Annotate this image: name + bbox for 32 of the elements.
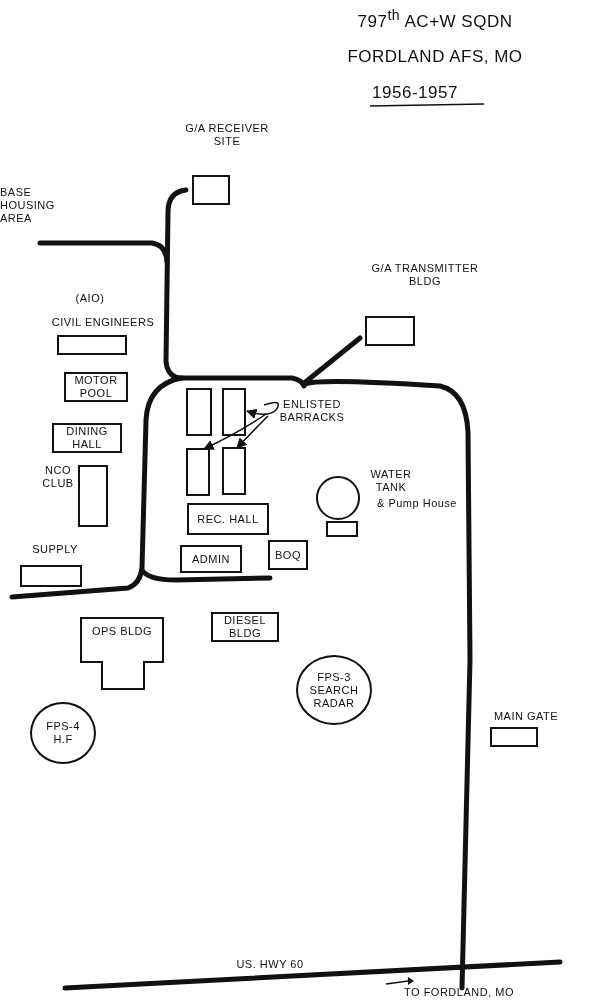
radar-site-circle: FPS-4 H.F bbox=[30, 702, 96, 764]
building-box: MOTOR POOL bbox=[64, 372, 128, 402]
leader-arrow bbox=[246, 401, 279, 419]
building-label: WATER TANK bbox=[369, 468, 413, 494]
barracks-box bbox=[186, 448, 210, 496]
building-label: G/A RECEIVER SITE bbox=[184, 122, 270, 148]
building-label: CIVIL ENGINEERS bbox=[50, 316, 156, 329]
building-box: BOQ bbox=[268, 540, 308, 570]
building-label: ENLISTED BARRACKS bbox=[278, 398, 346, 424]
barracks-box bbox=[222, 447, 246, 495]
heading-text: 797$^{th}$ AC+W SQDN bbox=[356, 6, 514, 33]
barracks-box bbox=[186, 388, 212, 436]
area-label: BASE HOUSING AREA bbox=[0, 186, 56, 225]
building-box: DINING HALL bbox=[52, 423, 122, 453]
barracks-box bbox=[222, 388, 246, 436]
building-box: DIESEL BLDG bbox=[211, 612, 279, 642]
year-range-text: 1956-1957 bbox=[371, 82, 459, 104]
building-box: REC. HALL bbox=[187, 503, 269, 535]
leader-arrow bbox=[236, 415, 269, 449]
direction-label: TO FORDLAND, MO bbox=[403, 986, 515, 999]
building-box: ADMIN bbox=[180, 545, 242, 573]
building-label: SUPPLY bbox=[31, 543, 79, 556]
building-label: G/A TRANSMITTER BLDG bbox=[370, 262, 480, 288]
heading-text: FORDLAND AFS, MO bbox=[346, 46, 524, 68]
building-label: (AIO) bbox=[74, 292, 106, 305]
road-label: US. HWY 60 bbox=[235, 958, 305, 971]
building-label: & Pump House bbox=[376, 497, 458, 510]
leader-arrow bbox=[203, 413, 267, 450]
building-box: OPS BLDG bbox=[80, 617, 164, 690]
building-label: NCO CLUB bbox=[41, 464, 75, 490]
radar-site-circle: FPS-3 SEARCH RADAR bbox=[296, 655, 372, 725]
building-label: MAIN GATE bbox=[492, 710, 560, 723]
